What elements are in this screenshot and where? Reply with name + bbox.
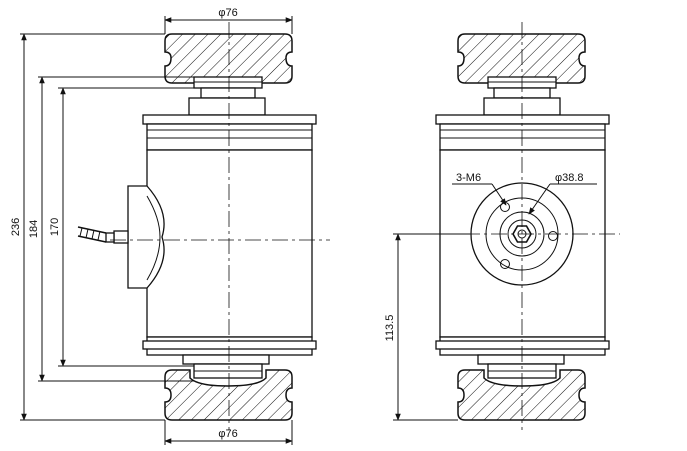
side-dimensions: 3-M6 φ38.8 113.5 (384, 172, 597, 421)
side-upper-collar (439, 123, 606, 151)
side-upper-flange (435, 114, 610, 125)
main-body (146, 149, 313, 338)
top-neck (188, 97, 266, 116)
top-diameter-label: φ76 (218, 7, 237, 19)
side-top-pad (457, 33, 586, 84)
bottom-diameter-label: φ76 (218, 428, 237, 440)
lower-flange (142, 340, 317, 350)
side-view (410, 22, 620, 430)
upper-collar (146, 123, 313, 151)
center-height-label: 113.5 (384, 315, 396, 342)
side-bottom-pad (457, 369, 586, 421)
bottom-neck (182, 354, 270, 365)
bolt-circle-label: φ38.8 (555, 172, 584, 184)
thread-label: 3-M6 (456, 172, 481, 184)
side-lower-flange (435, 340, 610, 350)
thread-hole-3 (500, 259, 510, 269)
bottom-pad (164, 369, 293, 421)
mid-height-label: 184 (28, 220, 40, 238)
front-dimensions: φ76 φ76 236 184 170 (10, 7, 293, 445)
upper-flange (142, 114, 317, 125)
cable (77, 226, 129, 244)
side-bottom-neck (477, 354, 565, 365)
body-height-label: 170 (49, 218, 61, 236)
top-stud (200, 87, 256, 99)
overall-height-label: 236 (10, 218, 22, 236)
top-pad (164, 33, 293, 84)
front-view (77, 22, 330, 430)
thread-hole-2 (548, 231, 558, 241)
